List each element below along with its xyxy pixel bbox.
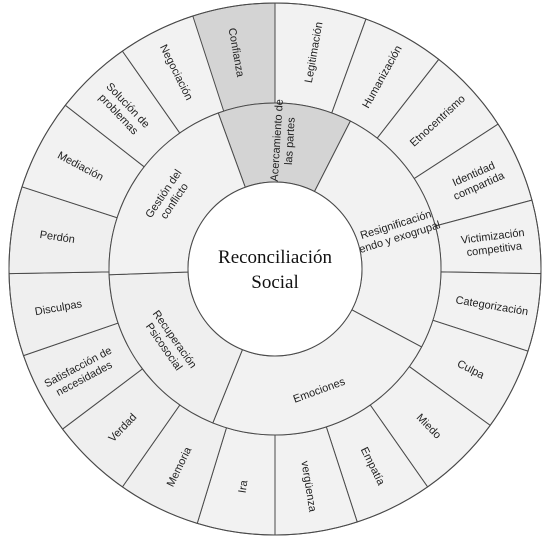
center-circle: Reconciliación Social [187,181,363,357]
center-disc [187,181,363,357]
center-title-line2: Social [251,272,299,293]
outer-segment-perdon-label: Perdón [39,229,76,246]
inner-segment-acercamiento-label: Acercamiento delas partes [269,99,299,183]
outer-rim [8,2,542,536]
center-title-line1: Reconciliación [218,247,332,268]
inner-ring: Acercamiento delas partesResignificación… [108,99,442,436]
outer-segment-ira-label: Ira [237,479,251,494]
outer-ring: ContactoConfianzaLegitimaciónHumanizació… [8,2,542,536]
